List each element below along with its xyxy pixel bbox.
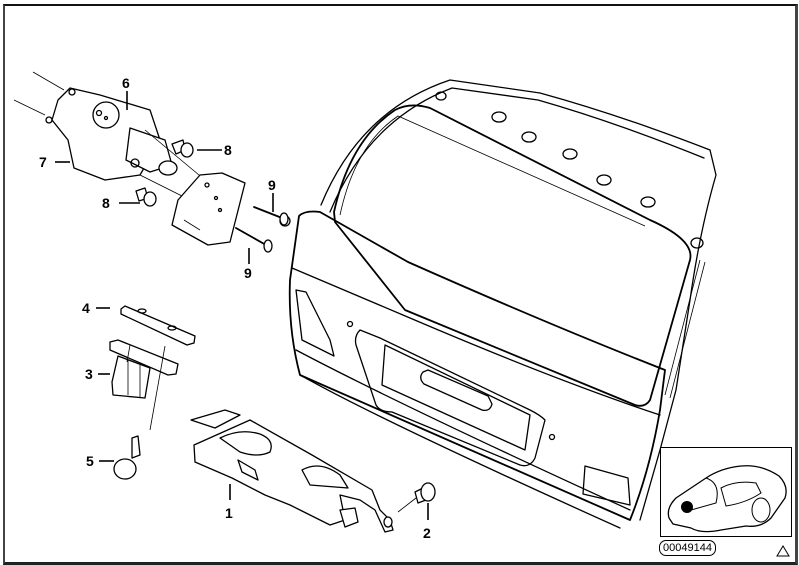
callout-5: 5 [86,453,94,469]
callout-4: 4 [82,300,90,316]
bolt-lower [135,187,157,207]
lock [190,409,394,533]
location-marker [681,501,693,513]
callout-8-lower: 8 [102,195,110,211]
screw-upper [253,206,289,226]
callout-9-upper: 9 [268,177,276,193]
screw-part-2 [397,482,436,513]
bolt-upper [171,139,194,158]
tailgate-grommets [279,91,704,249]
callout-3: 3 [85,366,93,382]
bracket [109,339,179,431]
callout-6: 6 [122,75,130,91]
tailgate [279,79,717,529]
warning-triangle-icon [776,545,790,557]
callout-leaders [55,91,429,520]
callout-1: 1 [225,505,233,521]
actuator-assembly [13,71,206,206]
callout-9-lower: 9 [244,265,252,281]
vehicle-location-inset [660,447,792,537]
callout-7: 7 [39,154,47,170]
lock-mounting-plate [171,172,246,246]
diagram-frame [3,4,798,565]
cover-plate [120,305,196,346]
screw-lower [235,227,273,253]
car-outline-icon [667,465,787,533]
callout-8-upper: 8 [224,142,232,158]
callout-labels: 6 7 8 8 9 9 4 3 5 1 2 [39,75,431,541]
screw-part-5 [113,435,141,480]
callout-2: 2 [423,525,431,541]
diagram-id-label: 00049144 [659,540,716,556]
